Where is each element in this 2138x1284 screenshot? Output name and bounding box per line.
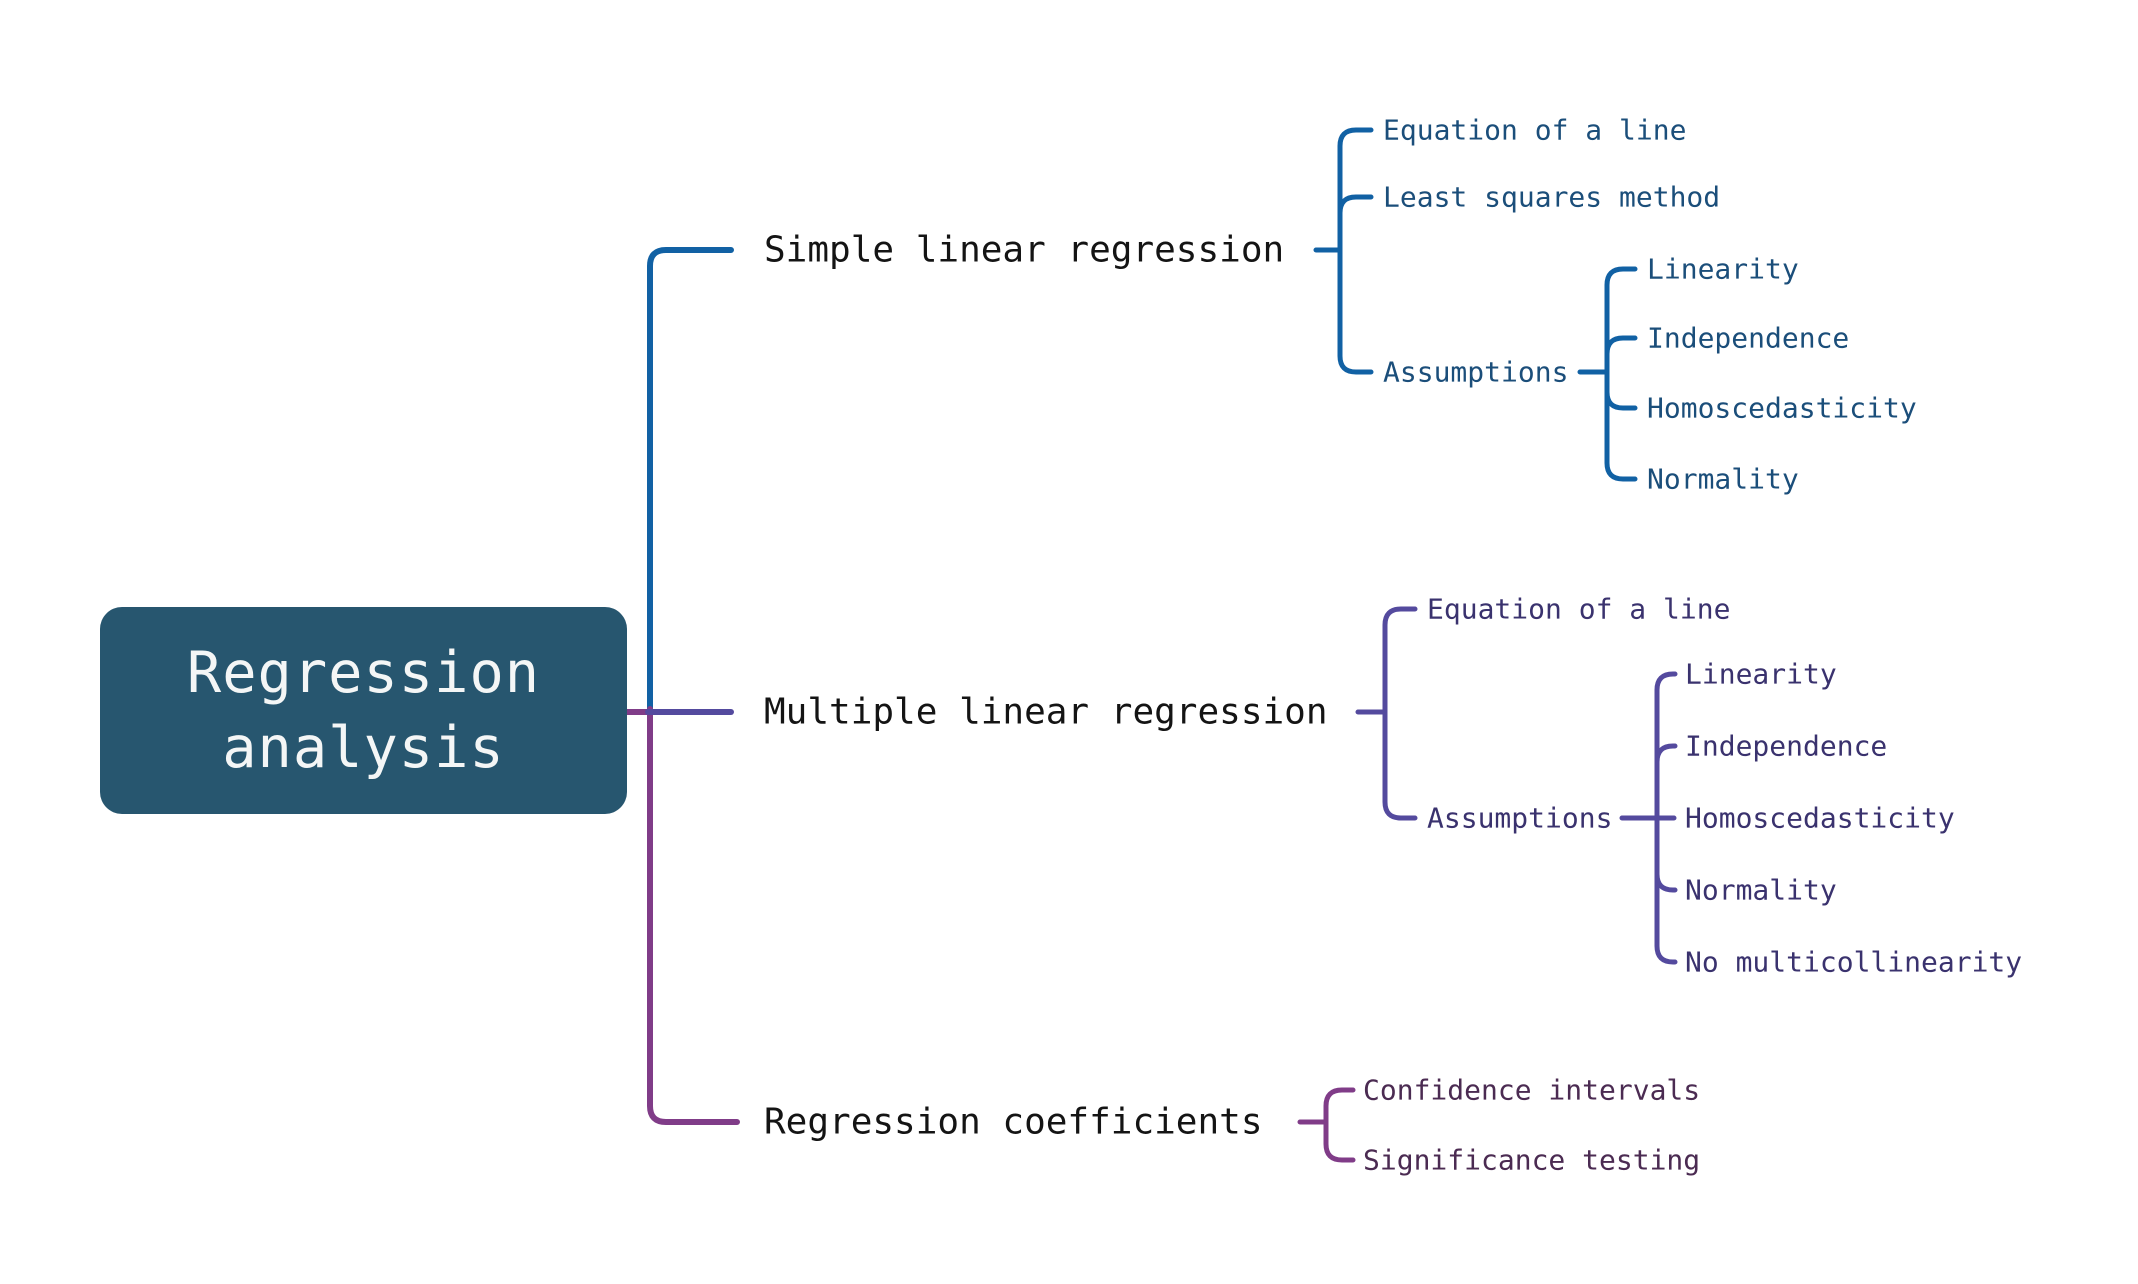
branch3-children-bracket <box>1297 1087 1356 1163</box>
branch1-label: Simple linear regression <box>764 229 1285 271</box>
branch2-child-assumptions-label: Assumptions <box>1427 801 1613 835</box>
branch2-children-bracket <box>1355 606 1418 821</box>
branch3-child-confidence-intervals-label: Confidence intervals <box>1363 1073 1701 1107</box>
root-node-label: Regression analysis <box>186 639 541 781</box>
branch1-child-assumptions-label: Assumptions <box>1383 355 1569 389</box>
branch2-label: Multiple linear regression <box>764 691 1328 733</box>
branch1-child-equation-label: Equation of a line <box>1383 113 1687 147</box>
branch2-assumption-no-multicollinearity-label: No multicollinearity <box>1685 945 2023 979</box>
branch2-assumption-homoscedasticity-label: Homoscedasticity <box>1685 801 1955 835</box>
branch2-assumption-normality-label: Normality <box>1685 873 1837 907</box>
branch1-assumption-linearity-label: Linearity <box>1647 252 1799 286</box>
branch3-child-significance-testing-label: Significance testing <box>1363 1143 1701 1177</box>
branch2-assumption-independence-label: Independence <box>1685 729 1888 763</box>
trunk-branch1-connector <box>647 247 734 718</box>
branch1-assumption-normality-label: Normality <box>1647 462 1799 496</box>
branch1-child-least-squares-label: Least squares method <box>1383 180 1721 214</box>
branch1-assumption-independence-label: Independence <box>1647 321 1850 355</box>
branch3-label: Regression coefficients <box>764 1101 1263 1143</box>
branch2-child-equation-label: Equation of a line <box>1427 592 1731 626</box>
branch1-assumption-homoscedasticity-label: Homoscedasticity <box>1647 391 1917 425</box>
branch2-assumption-linearity-label: Linearity <box>1685 657 1837 691</box>
root-node: Regression analysis <box>100 607 627 814</box>
trunk-branch3-connector <box>624 706 740 1125</box>
branch2-assumptions-bracket <box>1619 671 1678 965</box>
branch1-assumptions-bracket <box>1577 266 1638 482</box>
branch1-children-bracket <box>1313 127 1374 375</box>
